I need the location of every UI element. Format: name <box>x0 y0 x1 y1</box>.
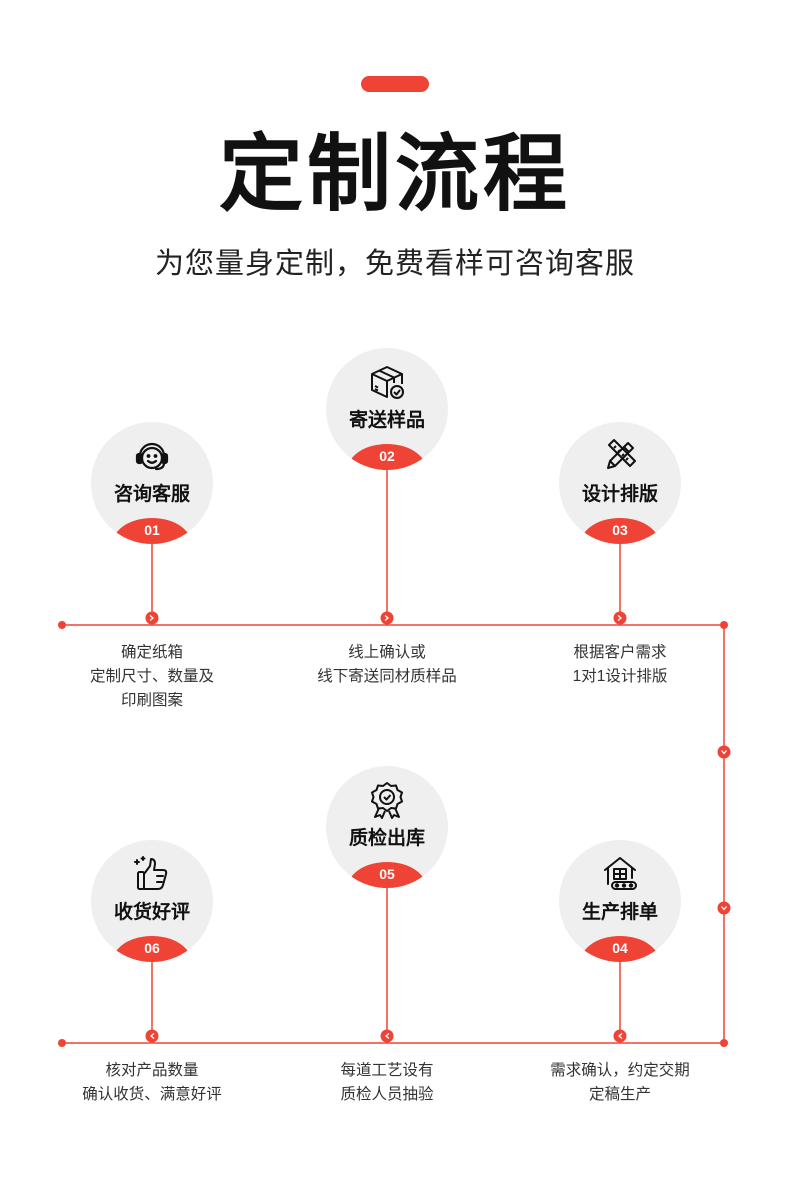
factory-conveyor-icon <box>604 857 637 890</box>
step-label: 生产排单 <box>581 902 658 923</box>
arrow-left-marker <box>613 1029 627 1043</box>
desc-line: 1对1设计排版 <box>572 668 668 685</box>
pencil-ruler-icon <box>607 439 636 469</box>
step-06-description: 核对产品数量 确认收货、满意好评 <box>42 1059 262 1107</box>
step-label: 咨询客服 <box>113 484 190 505</box>
title-accent-bar <box>361 76 429 92</box>
desc-line: 根据客户需求 <box>573 644 667 661</box>
desc-line: 确认收货、满意好评 <box>82 1086 222 1103</box>
step-label: 设计排版 <box>581 484 658 505</box>
step-01-consult: 咨询客服 01 <box>91 422 213 544</box>
desc-line: 需求确认，约定交期 <box>550 1062 690 1079</box>
flow-markers <box>145 611 731 1043</box>
step-05-inspection: 质检出库 05 <box>326 766 448 888</box>
thumbs-up-icon <box>134 856 168 890</box>
desc-line: 定稿生产 <box>588 1086 651 1103</box>
step-02-send-sample: 寄送样品 02 <box>326 348 448 470</box>
step-04-production: 生产排单 04 <box>559 840 681 962</box>
arrow-left-marker <box>380 1029 394 1043</box>
headset-smile-icon <box>135 442 169 471</box>
desc-line: 确定纸箱 <box>120 644 183 661</box>
step-number: 03 <box>612 522 628 538</box>
step-number: 05 <box>379 866 395 882</box>
arrow-right-marker <box>380 611 394 625</box>
step-01-description: 确定纸箱 定制尺寸、数量及 印刷图案 <box>42 641 262 713</box>
step-03-description: 根据客户需求 1对1设计排版 <box>510 641 730 689</box>
page-title: 定制流程 <box>218 127 571 221</box>
desc-line: 线下寄送同材质样品 <box>317 668 457 685</box>
desc-line: 印刷图案 <box>120 692 183 709</box>
desc-line: 核对产品数量 <box>105 1062 199 1079</box>
desc-line: 定制尺寸、数量及 <box>89 668 214 685</box>
arrow-left-marker <box>145 1029 159 1043</box>
arrow-right-marker <box>145 611 159 625</box>
desc-line: 每道工艺设有 <box>340 1062 434 1079</box>
step-label: 寄送样品 <box>348 410 425 431</box>
arrow-down-marker <box>717 901 731 915</box>
quality-badge-icon <box>371 782 403 819</box>
corner-dot <box>720 621 728 629</box>
desc-line: 质检人员抽验 <box>340 1086 434 1103</box>
step-03-design: 设计排版 03 <box>559 422 681 544</box>
desc-line: 线上确认或 <box>348 644 426 661</box>
corner-dot <box>720 1039 728 1047</box>
box-check-icon <box>371 366 404 399</box>
step-04-description: 需求确认，约定交期 定稿生产 <box>510 1059 730 1107</box>
step-06-review: 收货好评 06 <box>91 840 213 962</box>
page-subtitle: 为您量身定制，免费看样可咨询客服 <box>154 248 635 280</box>
step-label: 收货好评 <box>113 902 190 923</box>
endpoint-dot <box>58 1039 66 1047</box>
step-02-description: 线上确认或 线下寄送同材质样品 <box>277 641 497 689</box>
step-number: 02 <box>379 448 395 464</box>
arrow-right-marker <box>613 611 627 625</box>
step-number: 01 <box>144 522 160 538</box>
endpoint-dot <box>58 621 66 629</box>
step-number: 04 <box>612 940 628 956</box>
step-label: 质检出库 <box>348 828 425 849</box>
step-05-description: 每道工艺设有 质检人员抽验 <box>277 1059 497 1107</box>
step-number: 06 <box>144 940 160 956</box>
arrow-down-marker <box>717 745 731 759</box>
